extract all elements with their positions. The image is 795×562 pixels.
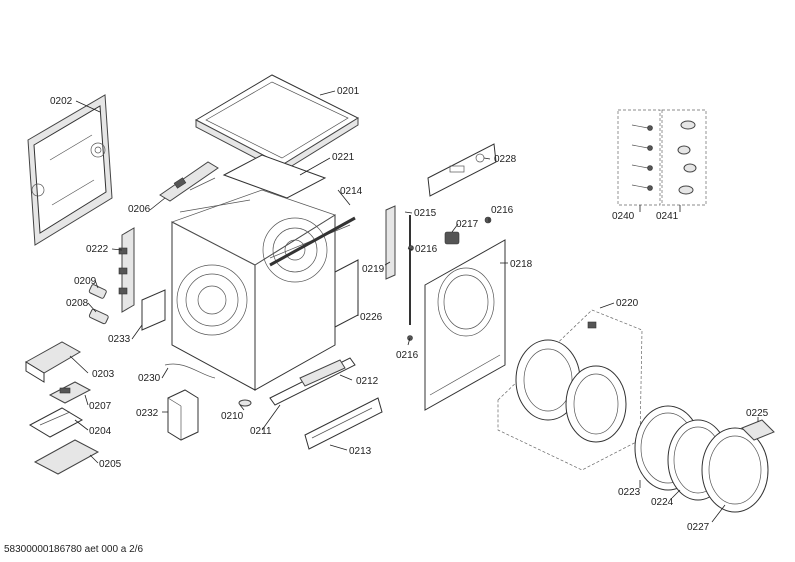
part-0219-bracket: [385, 205, 396, 280]
label-0227: 0227: [687, 522, 710, 533]
part-0206-top-rail: [159, 161, 219, 202]
label-0218: 0218: [510, 259, 533, 270]
label-0219: 0219: [362, 264, 385, 275]
part-0226-insulation: [334, 259, 359, 328]
part-0209-connector: [88, 284, 107, 299]
part-0204-module: [28, 407, 84, 438]
label-0203: 0203: [92, 369, 115, 380]
label-0217: 0217: [456, 219, 479, 230]
label-0201: 0201: [337, 86, 360, 97]
part-0216-clip: [407, 216, 492, 341]
label-0210: 0210: [221, 411, 244, 422]
part-0221-insulation-mat: [222, 154, 327, 199]
part-0227-outer-ring: [701, 427, 769, 513]
label-0215: 0215: [414, 208, 437, 219]
label-0225: 0225: [746, 408, 769, 419]
part-0220-door-assembly: [497, 309, 643, 471]
label-0216-bottom: 0216: [396, 350, 419, 361]
part-0233-insulation: [141, 289, 166, 331]
part-0211-front-frame: [269, 357, 356, 406]
part-0225-handle: [741, 419, 775, 441]
label-0208: 0208: [66, 298, 89, 309]
part-0228-control-panel: [427, 143, 497, 197]
label-0221: 0221: [332, 152, 355, 163]
label-0212: 0212: [356, 376, 379, 387]
part-0241-hinge-set: [661, 109, 707, 206]
label-0233: 0233: [108, 334, 131, 345]
part-0217-latch: [444, 231, 460, 245]
part-0218-front-panel: [424, 239, 506, 411]
label-0228: 0228: [494, 154, 517, 165]
label-0207: 0207: [89, 401, 112, 412]
label-0202: 0202: [50, 96, 73, 107]
cabinet-housing: [171, 189, 351, 391]
part-0214-brace: [269, 216, 356, 267]
label-0230: 0230: [138, 373, 161, 384]
part-0210-foot: [238, 399, 252, 407]
label-0226: 0226: [360, 312, 383, 323]
label-0241: 0241: [656, 211, 679, 222]
part-0201-top-cover: [194, 74, 360, 173]
part-0232-pump: [167, 389, 199, 441]
label-0205: 0205: [99, 459, 122, 470]
label-0222: 0222: [86, 244, 109, 255]
part-0213-kickplate: [304, 397, 383, 450]
label-0216-top: 0216: [491, 205, 514, 216]
part-0240-screw-set: [617, 109, 661, 206]
part-0202-back-panel: [27, 94, 113, 246]
label-0209: 0209: [74, 276, 97, 287]
label-0211: 0211: [250, 426, 272, 437]
label-0232: 0232: [136, 408, 159, 419]
label-0220: 0220: [616, 298, 639, 309]
label-0214: 0214: [340, 186, 363, 197]
part-0207-module: [48, 381, 92, 404]
part-0208-connector: [88, 308, 109, 325]
label-0216-mid: 0216: [415, 244, 438, 255]
part-0230-cable: [164, 363, 216, 379]
label-0213: 0213: [349, 446, 372, 457]
leader-lines: [69, 90, 759, 523]
label-0223: 0223: [618, 487, 641, 498]
label-0224: 0224: [651, 497, 674, 508]
label-0204: 0204: [89, 426, 112, 437]
part-labels: 0201 0202 0221 0206 0214 0222 0209 0208 …: [50, 86, 769, 533]
label-0206: 0206: [128, 204, 151, 215]
document-footer: 58300000186780 aet 000 a 2/6: [4, 544, 143, 555]
label-0240: 0240: [612, 211, 635, 222]
part-0205-module: [33, 439, 100, 475]
part-0203-housing: [25, 341, 82, 383]
part-0222-bracket: [118, 227, 135, 313]
